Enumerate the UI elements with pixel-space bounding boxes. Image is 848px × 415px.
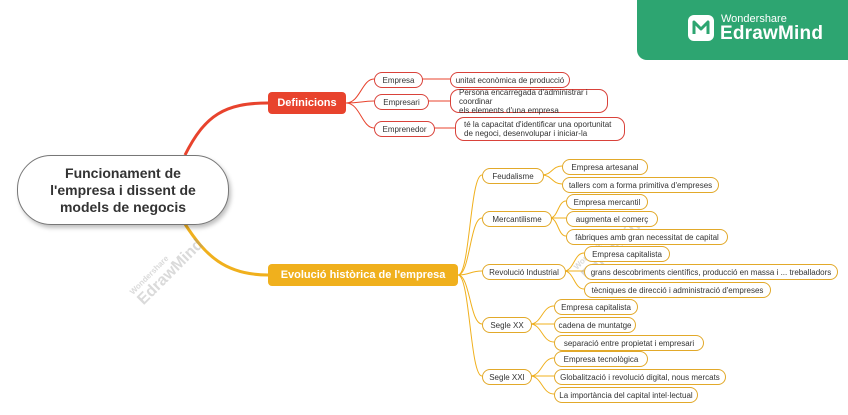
detail-item[interactable]: Empresa capitalista xyxy=(584,246,670,262)
detail-empresa[interactable]: unitat econòmica de producció xyxy=(450,72,570,88)
subtopic-segle-xxi[interactable]: Segle XXI xyxy=(482,369,532,385)
subtopic-empresa[interactable]: Empresa xyxy=(374,72,423,88)
central-topic[interactable]: Funcionament de l'empresa i dissent de m… xyxy=(17,155,229,225)
detail-item[interactable]: separació entre propietat i empresari xyxy=(554,335,704,351)
main-topic-definicions[interactable]: Definicions xyxy=(268,92,346,114)
subtopic-feudalisme[interactable]: Feudalisme xyxy=(482,168,544,184)
detail-item[interactable]: tècniques de direcció i administració d'… xyxy=(584,282,771,298)
detail-emprenedor[interactable]: té la capacitat d'identificar una oportu… xyxy=(455,117,625,141)
subtopic-mercantilisme[interactable]: Mercantilisme xyxy=(482,211,552,227)
detail-item[interactable]: Empresa tecnològica xyxy=(554,351,648,367)
detail-item[interactable]: fàbriques amb gran necessitat de capital xyxy=(566,229,728,245)
edrawmind-logo-icon xyxy=(688,15,714,41)
detail-item[interactable]: tallers com a forma primitiva d'empreses xyxy=(562,177,719,193)
detail-item[interactable]: Empresa artesanal xyxy=(562,159,648,175)
main-topic-evolucio[interactable]: Evolució històrica de l'empresa xyxy=(268,264,458,286)
brand-logo[interactable]: Wondershare EdrawMind xyxy=(637,0,848,60)
brand-top-text: Wondershare xyxy=(721,13,787,25)
detail-item[interactable]: Empresa capitalista xyxy=(554,299,638,315)
detail-item[interactable]: Globalització i revolució digital, nous … xyxy=(554,369,726,385)
subtopic-revolucio-industrial[interactable]: Revolució Industrial xyxy=(482,264,566,280)
brand-main-text: EdrawMind xyxy=(720,23,824,44)
subtopic-emprenedor[interactable]: Emprenedor xyxy=(374,121,435,137)
detail-item[interactable]: cadena de muntatge xyxy=(554,317,636,333)
detail-item[interactable]: grans descobriments científics, producci… xyxy=(584,264,838,280)
detail-item[interactable]: augmenta el comerç xyxy=(566,211,658,227)
subtopic-segle-xx[interactable]: Segle XX xyxy=(482,317,532,333)
detail-item[interactable]: Empresa mercantil xyxy=(566,194,648,210)
detail-empresari[interactable]: Persona encarregada d'administrar i coor… xyxy=(450,88,608,115)
subtopic-empresari[interactable]: Empresari xyxy=(374,94,429,110)
detail-item[interactable]: La importància del capital intel·lectual xyxy=(554,387,698,403)
